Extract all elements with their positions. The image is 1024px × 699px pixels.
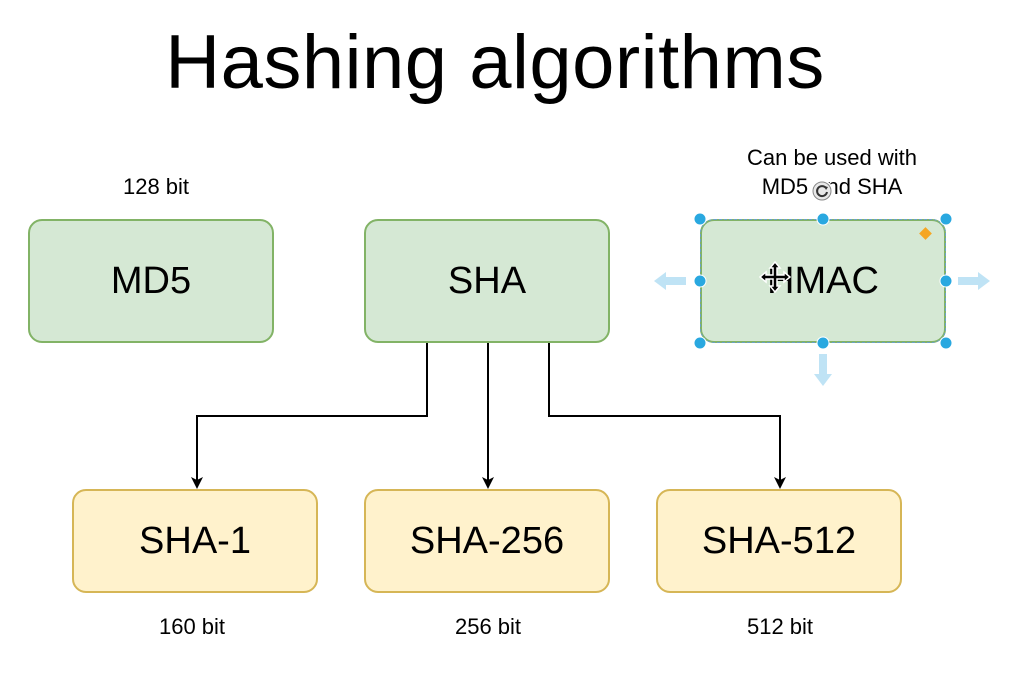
sha512-label: SHA-512 [701,519,857,562]
resize-handle-bottom-right[interactable] [939,336,953,350]
hint-arrow-right-icon[interactable] [956,270,992,292]
md5-caption: 128 bit [122,174,190,199]
resize-handle-top-left[interactable] [693,212,707,226]
sha1-caption: 160 bit [158,614,226,639]
hint-arrow-left-icon[interactable] [652,270,688,292]
rotate-icon[interactable] [811,180,833,202]
sha1-label: SHA-1 [139,519,251,562]
hmac-caption-line1: Can be used with [747,145,917,170]
resize-handle-middle-left[interactable] [693,274,707,288]
sha256-label: SHA-256 [409,519,565,562]
connector-sha-to-sha512[interactable] [548,343,786,489]
sha512-node[interactable]: SHA-512 [656,489,902,593]
sha-node[interactable]: SHA [364,219,610,343]
sha-label: SHA [447,259,527,302]
resize-handle-bottom-middle[interactable] [816,336,830,350]
sha1-node[interactable]: SHA-1 [72,489,318,593]
resize-handle-top-right[interactable] [939,212,953,226]
hmac-node[interactable]: HMAC [700,219,946,343]
md5-label: MD5 [110,259,192,302]
resize-handle-bottom-left[interactable] [693,336,707,350]
connector-sha-to-sha1[interactable] [191,343,428,489]
sha256-node[interactable]: SHA-256 [364,489,610,593]
sha256-caption: 256 bit [454,614,522,639]
md5-node[interactable]: MD5 [28,219,274,343]
page-title: Hashing algorithms [165,20,825,105]
move-cursor-icon [758,260,792,294]
sha512-caption: 512 bit [746,614,814,639]
resize-handle-middle-right[interactable] [939,274,953,288]
resize-handle-top-middle[interactable] [816,212,830,226]
hint-arrow-down-icon[interactable] [812,352,834,388]
